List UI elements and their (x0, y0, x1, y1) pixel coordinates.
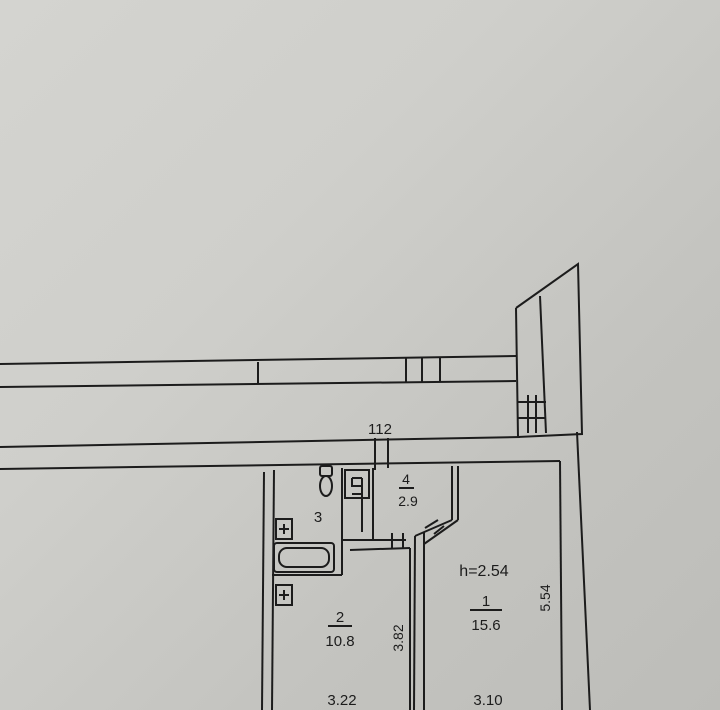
toilet-fixture (319, 465, 333, 497)
room4-number: 4 (402, 471, 410, 487)
apartment-walls (261, 431, 591, 710)
shaft-box (344, 469, 370, 499)
room2-length-label: 3.82 (390, 624, 406, 651)
room1-number: 1 (482, 593, 490, 610)
room2-area: 10.8 (325, 633, 354, 650)
corridor-code-label: 112 (368, 421, 392, 438)
ceiling-height-label: h=2.54 (459, 563, 508, 580)
room1-width-label: 3.10 (473, 692, 502, 709)
corridor-wall (0, 436, 561, 470)
room2-width-label: 3.22 (327, 692, 356, 709)
bathtub-fixture (273, 542, 335, 573)
stair-block (515, 262, 584, 439)
outer-wall-top (0, 355, 517, 388)
room4-area: 2.9 (398, 493, 418, 509)
room3-number: 3 (314, 509, 322, 526)
vent-box (275, 518, 293, 606)
room2-number: 2 (336, 609, 344, 626)
room1-area: 15.6 (471, 617, 500, 634)
room1-length-label: 5.54 (537, 584, 553, 611)
